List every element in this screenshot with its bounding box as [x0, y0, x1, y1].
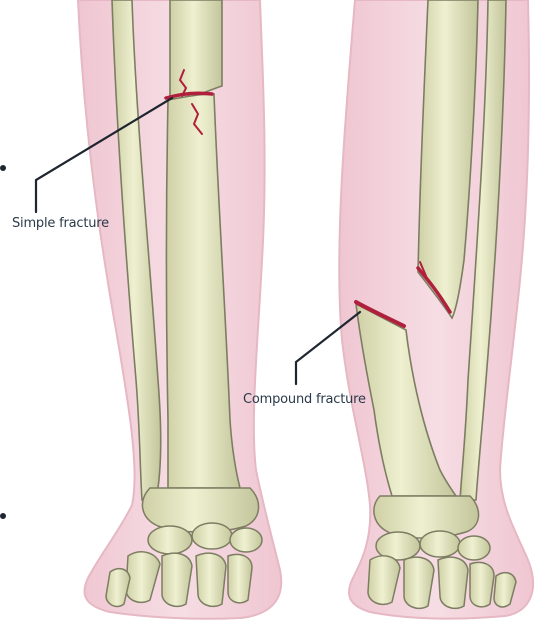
compound-fracture-label: Compound fracture: [243, 392, 366, 407]
margin-dot: [0, 513, 6, 519]
margin-dot: [0, 165, 6, 171]
simple-fracture-label: Simple fracture: [12, 216, 109, 231]
left-tibia-upper: [170, 0, 222, 100]
